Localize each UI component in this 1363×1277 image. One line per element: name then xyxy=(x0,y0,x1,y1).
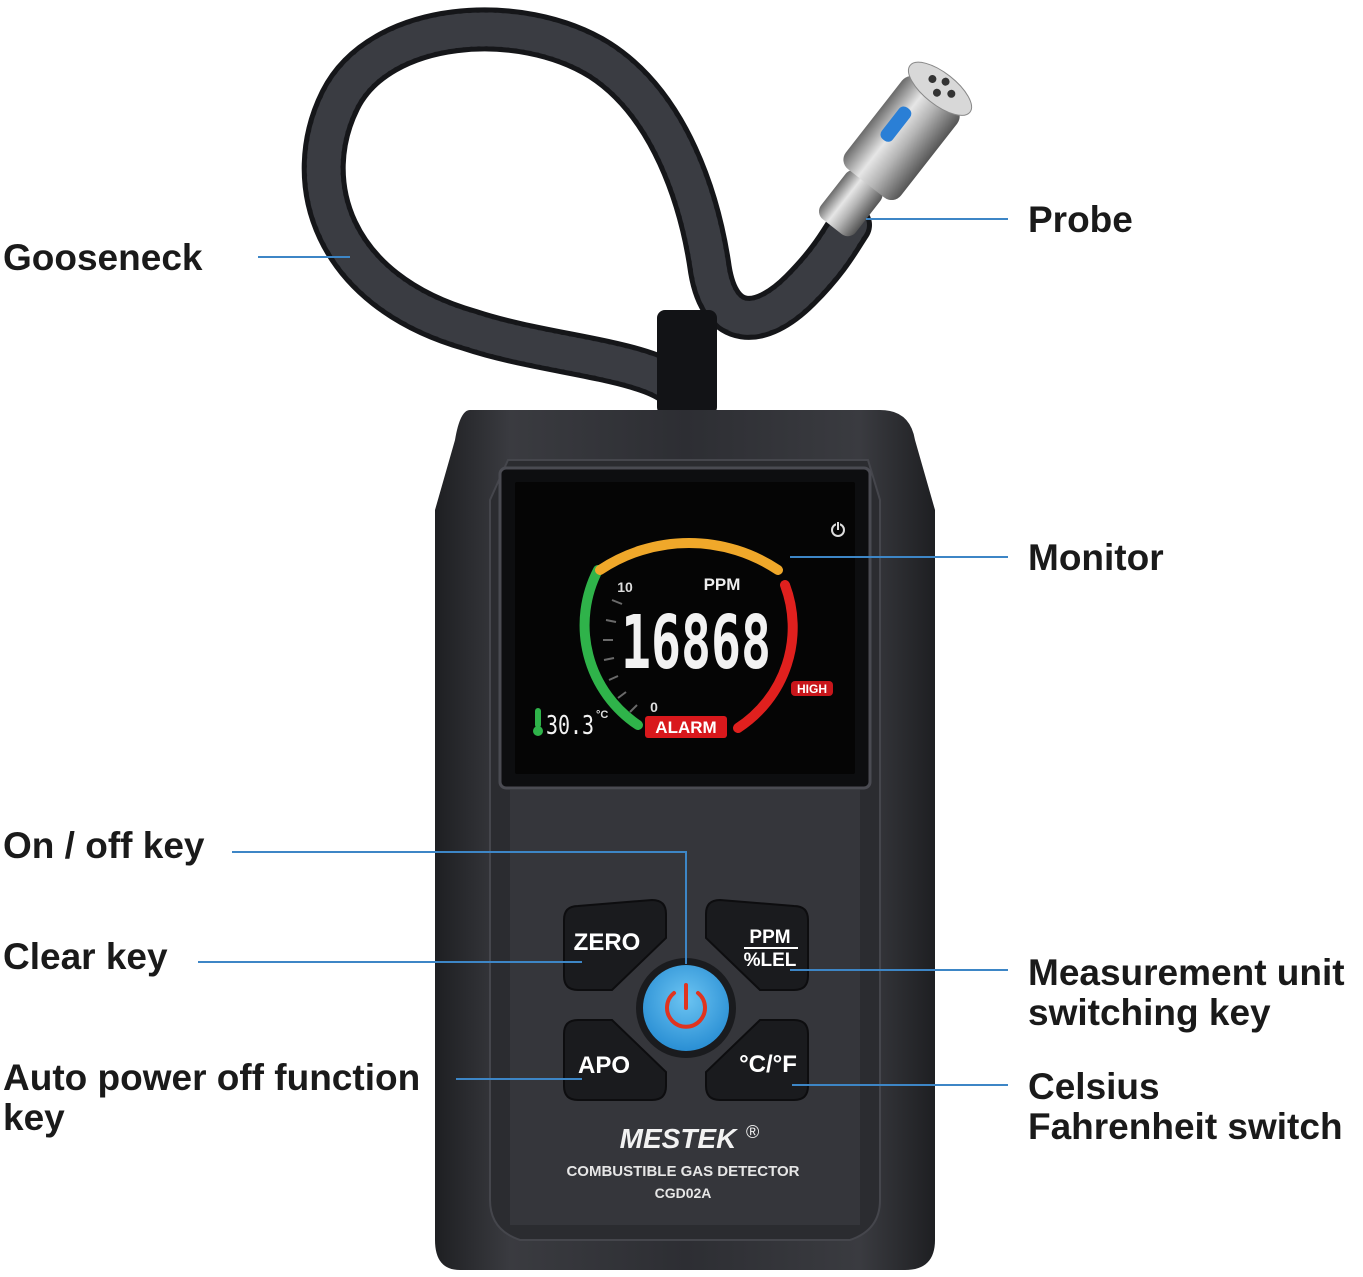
measurement-unit-line-1: Measurement unit xyxy=(1028,952,1345,993)
monitor-label-text: Monitor xyxy=(1028,537,1164,578)
temp-unit-button[interactable]: °C/°F xyxy=(705,1019,809,1101)
gooseneck-label: Gooseneck xyxy=(3,238,202,278)
gauge-ticks xyxy=(603,599,638,713)
temp-button-label: °C/°F xyxy=(739,1051,797,1078)
monitor-label: Monitor xyxy=(1028,538,1164,578)
probe-label-text: Probe xyxy=(1028,199,1133,240)
high-badge xyxy=(791,681,833,696)
scale-min-label: 0 xyxy=(650,699,658,715)
auto-power-off-line-2: key xyxy=(3,1097,65,1138)
gooseneck-label-text: Gooseneck xyxy=(3,237,203,278)
auto-power-off-line-1: Auto power off function xyxy=(3,1057,421,1098)
leader-lines xyxy=(198,218,1008,1086)
alarm-badge-text: ALARM xyxy=(655,718,716,737)
measurement-unit-line-2: switching key xyxy=(1028,992,1271,1033)
alarm-badge xyxy=(645,716,727,738)
power-button[interactable] xyxy=(636,958,736,1058)
gas-reading: 16868 xyxy=(621,600,771,686)
auto-power-off-label: Auto power off function key xyxy=(3,1058,420,1138)
gauge-red-arc xyxy=(733,580,798,733)
power-indicator-icon xyxy=(831,521,845,537)
on-off-key-label-text: On / off key xyxy=(3,825,205,866)
celsius-fahrenheit-label: Celsius Fahrenheit switch xyxy=(1028,1067,1343,1147)
zero-button[interactable]: ZERO xyxy=(563,898,667,991)
temperature-value: 30.3 xyxy=(546,711,594,741)
product-name: COMBUSTIBLE GAS DETECTOR xyxy=(566,1163,799,1180)
gauge-green-arc xyxy=(579,565,643,730)
clear-key-label-text: Clear key xyxy=(3,936,168,977)
zero-button-label: ZERO xyxy=(574,929,641,956)
lel-label: %LEL xyxy=(744,950,797,971)
on-off-key-label: On / off key xyxy=(3,826,204,866)
power-icon xyxy=(665,983,707,1029)
monitor-screen: 10 0 PPM 16868 HIGH ALARM 30.3 °C xyxy=(498,466,872,790)
gauge-orange-arc xyxy=(595,537,783,575)
gooseneck xyxy=(301,7,872,432)
temperature-unit: °C xyxy=(596,709,608,721)
clear-key-label: Clear key xyxy=(3,937,168,977)
celsius-fahrenheit-line-1: Celsius xyxy=(1028,1066,1160,1107)
unit-switch-button[interactable]: PPM %LEL xyxy=(705,898,809,991)
probe xyxy=(818,61,973,237)
probe-label: Probe xyxy=(1028,200,1133,240)
celsius-fahrenheit-line-2: Fahrenheit switch xyxy=(1028,1106,1343,1147)
scale-max-label: 10 xyxy=(617,579,633,595)
brand-logo: MESTEK xyxy=(620,1123,738,1154)
measurement-unit-label: Measurement unit switching key xyxy=(1028,953,1345,1033)
high-badge-text: HIGH xyxy=(797,682,827,696)
ppm-label: PPM xyxy=(749,927,790,948)
registered-mark: ® xyxy=(746,1122,759,1142)
thermometer-icon xyxy=(533,708,543,736)
model-number: CGD02A xyxy=(655,1185,712,1201)
apo-button[interactable]: APO xyxy=(563,1019,667,1101)
apo-button-label: APO xyxy=(578,1052,630,1079)
on-off-leader xyxy=(232,851,687,964)
branding: MESTEK ® COMBUSTIBLE GAS DETECTOR CGD02A xyxy=(566,1122,799,1201)
unit-label: PPM xyxy=(704,575,741,594)
